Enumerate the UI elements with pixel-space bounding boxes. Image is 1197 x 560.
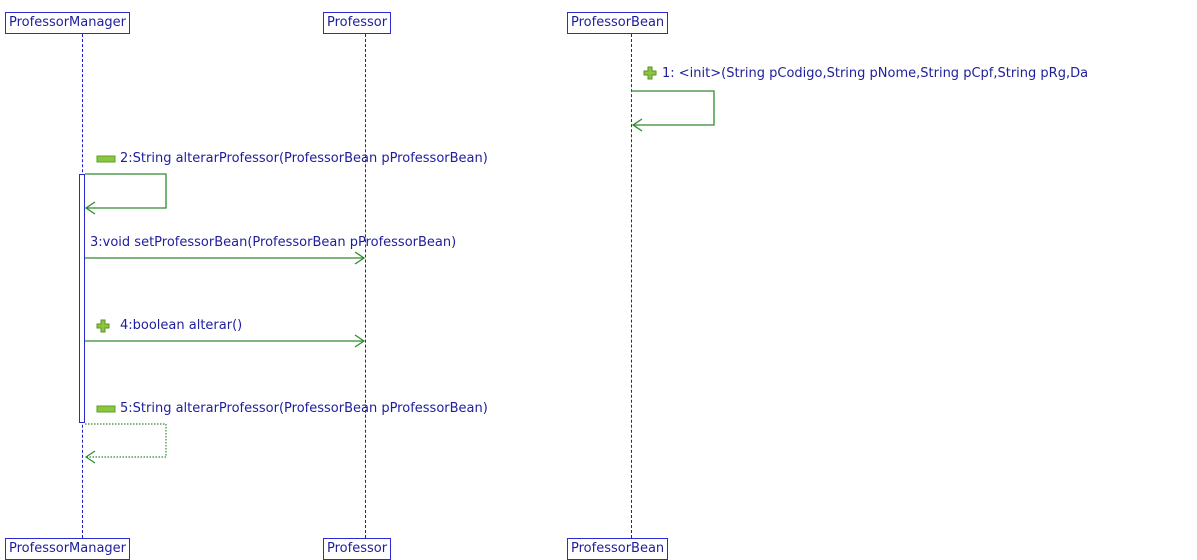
lifeline-header-professor-manager[interactable]: ProfessorManager [5,12,131,34]
collapse-minus-icon[interactable] [96,155,116,163]
lifeline-header-professor[interactable]: Professor [323,12,392,34]
expand-plus-icon[interactable] [643,66,657,80]
activation-bar [79,174,85,423]
lifeline-header-professor-bean[interactable]: ProfessorBean [567,12,669,34]
message-5-arrowhead [84,450,96,464]
message-2-arrowhead [84,201,96,215]
message-3-label: 3:void setProfessorBean(ProfessorBean pP… [90,235,457,250]
message-5-arrow[interactable] [85,423,167,458]
message-2-label: 2:String alterarProfessor(ProfessorBean … [120,151,488,166]
lifeline-footer-professor-manager[interactable]: ProfessorManager [5,538,131,560]
lifeline-footer-professor[interactable]: Professor [323,538,392,560]
message-4-arrowhead [354,334,366,348]
message-2-arrow[interactable] [85,173,167,209]
message-1-arrow[interactable] [631,90,715,126]
message-3-arrowhead [354,251,366,265]
lifeline-footer-professor-bean[interactable]: ProfessorBean [567,538,669,560]
expand-plus-icon[interactable] [96,319,110,333]
message-1-label: 1: <init>(String pCodigo,String pNome,St… [662,66,1089,81]
message-4-label: 4:boolean alterar() [120,318,243,333]
collapse-minus-icon[interactable] [96,405,116,413]
message-1-arrowhead [631,118,643,132]
message-5-label: 5:String alterarProfessor(ProfessorBean … [120,401,488,416]
lifeline-professor-bean [631,34,632,538]
lifeline-professor [365,34,366,538]
